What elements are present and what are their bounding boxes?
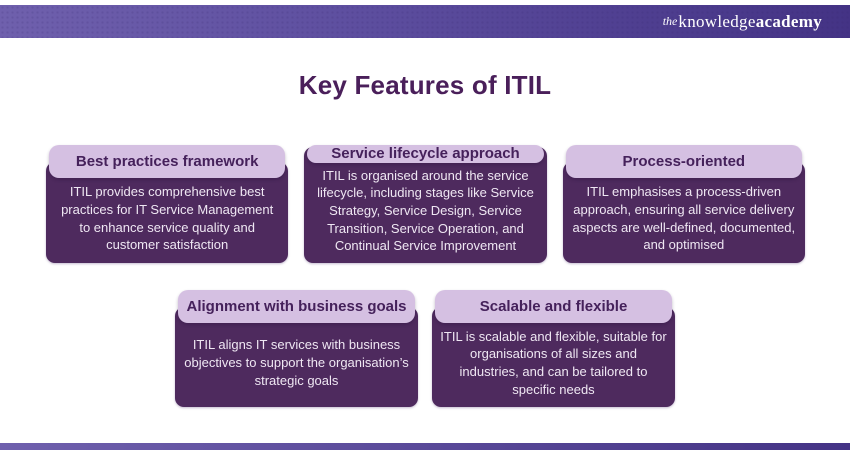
cards-row-bottom: Alignment with business goals ITIL align… <box>175 290 675 407</box>
page-title: Key Features of ITIL <box>298 70 552 100</box>
card-description: ITIL emphasises a process-driven approac… <box>562 162 805 263</box>
card-heading: Scalable and flexible <box>435 290 672 323</box>
brand-logo-knowledge: knowledge <box>678 11 756 31</box>
card-heading: Process-oriented <box>565 145 802 178</box>
card-description: ITIL is scalable and flexible, suitable … <box>432 307 675 407</box>
cards-row-top: Best practices framework ITIL provides c… <box>46 145 805 263</box>
card-best-practices-framework: Best practices framework ITIL provides c… <box>46 145 289 263</box>
card-description: ITIL provides comprehensive best practic… <box>46 162 289 263</box>
card-heading: Service lifecycle approach <box>307 145 544 163</box>
brand-logo-academy: academy <box>755 11 822 31</box>
card-alignment-with-business-goals: Alignment with business goals ITIL align… <box>175 290 418 407</box>
card-service-lifecycle-approach: Service lifecycle approach ITIL is organ… <box>304 145 547 263</box>
card-description: ITIL is organised around the service lif… <box>304 146 547 263</box>
card-scalable-and-flexible: Scalable and flexible ITIL is scalable a… <box>432 290 675 407</box>
card-heading: Best practices framework <box>49 145 286 178</box>
card-heading: Alignment with business goals <box>178 290 415 323</box>
card-process-oriented: Process-oriented ITIL emphasises a proce… <box>562 145 805 263</box>
footer-bar <box>0 443 850 450</box>
card-description: ITIL aligns IT services with business ob… <box>175 307 418 407</box>
brand-logo-the: the <box>662 14 678 28</box>
